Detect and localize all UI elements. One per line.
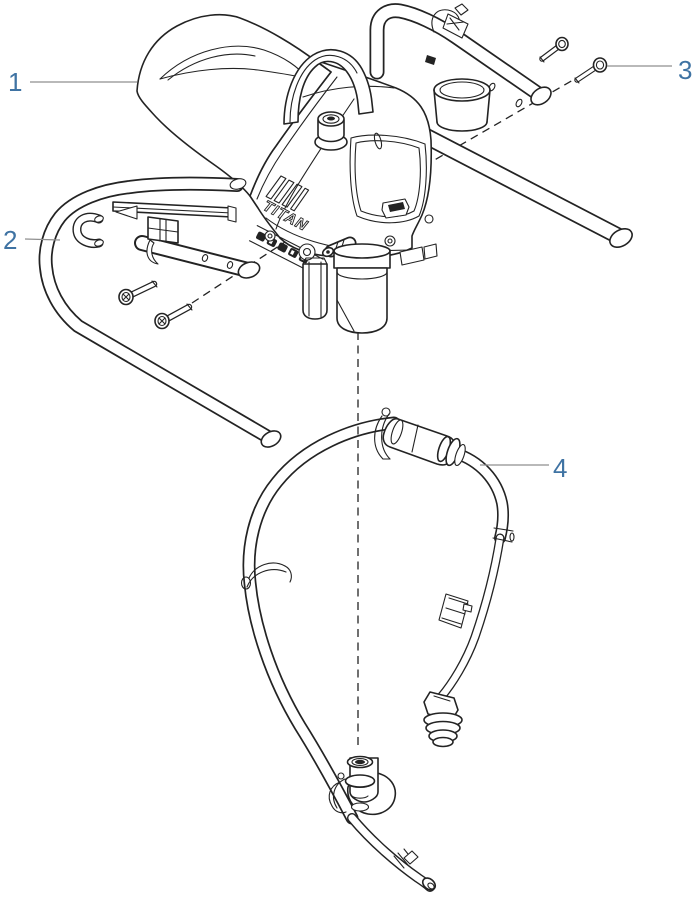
hose-collar	[492, 527, 515, 543]
cart-frame-right	[369, 3, 633, 248]
suction-hose-assembly	[240, 407, 515, 892]
sprayer-unit: TITAN	[136, 13, 438, 334]
motor-side-panel	[349, 134, 427, 224]
pump-bracket	[399, 246, 425, 266]
mounting-hole	[226, 261, 234, 269]
cup-holder	[433, 78, 491, 132]
bolt	[298, 243, 316, 261]
inlet-fitting	[344, 755, 397, 816]
cart-handle-left	[38, 176, 282, 448]
tube-end-cap	[609, 228, 633, 248]
callout-4: 4	[553, 453, 567, 483]
hose-clip-icon	[374, 407, 391, 460]
drain-tube-end	[421, 877, 437, 891]
bolt	[264, 230, 276, 242]
pressure-control-knob	[314, 111, 348, 151]
tube-end-cap	[260, 430, 282, 448]
drain-valve	[393, 848, 419, 869]
hose-sleeve	[382, 417, 466, 467]
bolt	[384, 235, 396, 247]
return-fitting	[423, 691, 463, 748]
callout-1: 1	[8, 67, 22, 97]
vent-stripes	[265, 175, 310, 212]
callout-2: 2	[3, 225, 17, 255]
vent-slot	[373, 132, 383, 150]
screw-head	[592, 57, 608, 73]
hose-coupler	[438, 593, 473, 629]
mounting-hole	[201, 254, 209, 262]
gun-hook	[72, 212, 104, 248]
mounting-bracket	[112, 201, 237, 265]
leader-line-2	[24, 238, 61, 241]
screw-head	[555, 36, 569, 52]
power-switch	[381, 198, 410, 219]
inlet-flange	[344, 774, 376, 788]
callout-3: 3	[678, 55, 692, 85]
inlet-clip-icon	[328, 772, 347, 814]
tube-end-cap	[237, 261, 261, 279]
tube-end-cap	[530, 86, 552, 106]
pump-cylinder	[333, 243, 391, 334]
mounting-hole	[515, 98, 523, 108]
hose-clip-icon	[240, 562, 292, 590]
frame-clip-icon	[431, 3, 469, 39]
frame-screws-right	[539, 36, 608, 84]
callouts: 1 2 3 4	[3, 55, 692, 483]
filter-housing	[302, 257, 328, 320]
tube-nut	[425, 55, 436, 65]
bolt	[424, 214, 434, 224]
frame-screws-left	[118, 280, 193, 330]
